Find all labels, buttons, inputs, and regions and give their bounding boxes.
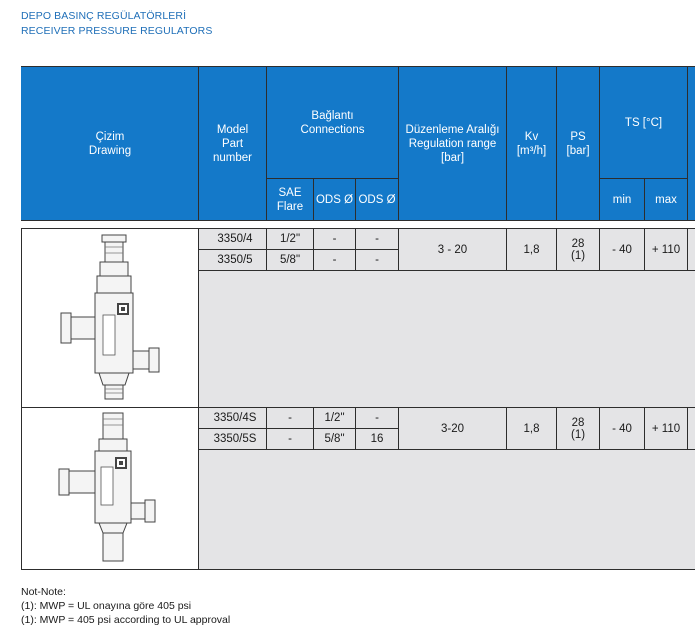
header-kv-2: [m³/h]: [516, 144, 547, 157]
model-cell: 3350/5: [198, 249, 267, 271]
header-next-column: [687, 66, 695, 221]
header-drawing: Çizim Drawing: [21, 66, 199, 221]
next-cell: [687, 407, 695, 450]
footnote-line-en: (1): MWP = 405 psi according to UL appro…: [21, 614, 231, 626]
header-conn-en: Connections: [300, 123, 365, 136]
ods1-cell: 1/2": [313, 407, 356, 429]
header-ods-1: ODS Ø: [313, 178, 356, 221]
spec-table: Çizim Drawing Model Part number Bağlantı…: [21, 66, 695, 570]
kv-cell: 1,8: [506, 228, 558, 271]
model-cell: 3350/4S: [198, 407, 267, 429]
ods2-cell: -: [354, 407, 400, 429]
header-ps-2: [bar]: [566, 144, 590, 157]
ods2-cell: -: [354, 228, 400, 250]
table-row: 3350/4S - 1/2" - 3-20 1,8 28 (1) - 40 + …: [21, 407, 695, 570]
header-drawing-tr: Çizim: [95, 130, 125, 143]
sae-cell: -: [266, 428, 314, 450]
footnote-label: Not-Note:: [21, 586, 66, 598]
drawing-cell-flare: [21, 228, 199, 408]
page-title-block: DEPO BASINÇ REGÜLATÖRLERİ RECEIVER PRESS…: [21, 9, 212, 39]
header-reg-2: Regulation range: [408, 137, 497, 150]
header-model: Model Part number: [198, 66, 267, 221]
sae-cell: 1/2": [266, 228, 314, 250]
title-turkish: DEPO BASINÇ REGÜLATÖRLERİ: [21, 10, 187, 22]
ods2-cell: -: [354, 249, 400, 271]
table-row: 3350/5 5/8" - -: [22, 249, 695, 271]
ods1-cell: -: [313, 249, 356, 271]
header-connections: Bağlantı Connections: [265, 66, 400, 179]
title-english: RECEIVER PRESSURE REGULATORS: [21, 25, 213, 37]
header-model-3: number: [213, 151, 252, 164]
header-ts-min: min: [599, 178, 646, 221]
ps-note-ref: (1): [570, 249, 586, 262]
drawing-cell-solder: [21, 407, 199, 570]
header-ods-2: ODS Ø: [354, 178, 400, 221]
header-model-1: Model: [216, 123, 249, 136]
kv-cell: 1,8: [506, 407, 558, 450]
model-cell: 3350/5S: [198, 428, 267, 450]
header-sae-1: SAE: [278, 186, 302, 199]
ps-value: 28: [571, 237, 585, 250]
header-model-2: Part: [221, 137, 244, 150]
header-ts-label: TS [°C]: [624, 116, 663, 129]
header-conn-tr: Bağlantı: [311, 109, 354, 122]
empty-fill-cell: [197, 270, 695, 408]
header-sae-flare: SAE Flare: [266, 178, 314, 221]
ts-min-cell: - 40: [599, 228, 646, 271]
ts-max-cell: + 110: [644, 407, 689, 450]
header-ps-1: PS: [570, 130, 586, 143]
range-cell: 3-20: [398, 407, 508, 450]
table-row: 3350/4 1/2" - - 3 - 20 1,8 28 (1) - 40 +…: [21, 228, 695, 408]
header-kv-1: Kv: [524, 130, 539, 143]
footnote-block: Not-Note: (1): MWP = UL onayına göre 405…: [21, 585, 230, 627]
next-cell: [687, 228, 695, 271]
table-row: 3350/5S - 5/8" 16: [22, 428, 695, 450]
header-reg-1: Düzenleme Aralığı: [405, 123, 500, 136]
empty-fill-cell: [197, 449, 695, 570]
table-spacer: [21, 220, 695, 229]
ods1-cell: -: [313, 228, 356, 250]
regulator-solder-drawing: [58, 412, 156, 562]
table-row-fill: [22, 449, 695, 570]
header-ts: TS [°C]: [599, 66, 689, 179]
ps-note-ref: (1): [570, 428, 586, 441]
header-ps: PS [bar]: [556, 66, 601, 221]
header-kv: Kv [m³/h]: [506, 66, 558, 221]
ts-max-cell: + 110: [644, 228, 689, 271]
header-ts-max: max: [644, 178, 689, 221]
spec-table-wrap: Çizim Drawing Model Part number Bağlantı…: [21, 66, 695, 570]
range-cell: 3 - 20: [398, 228, 508, 271]
footnote-line-tr: (1): MWP = UL onayına göre 405 psi: [21, 600, 192, 612]
ods1-cell: 5/8": [313, 428, 356, 450]
table-row-fill: [22, 270, 695, 408]
ps-value: 28: [571, 416, 585, 429]
sae-cell: 5/8": [266, 249, 314, 271]
model-cell: 3350/4: [198, 228, 267, 250]
header-regulation-range: Düzenleme Aralığı Regulation range [bar]: [398, 66, 508, 221]
header-reg-3: [bar]: [441, 151, 465, 164]
regulator-flare-drawing: [60, 234, 160, 400]
ts-min-cell: - 40: [599, 407, 646, 450]
header-drawing-en: Drawing: [88, 144, 132, 157]
ps-cell: 28 (1): [556, 407, 601, 450]
header-sae-2: Flare: [276, 200, 304, 213]
ps-cell: 28 (1): [556, 228, 601, 271]
ods2-cell: 16: [354, 428, 400, 450]
sae-cell: -: [266, 407, 314, 429]
